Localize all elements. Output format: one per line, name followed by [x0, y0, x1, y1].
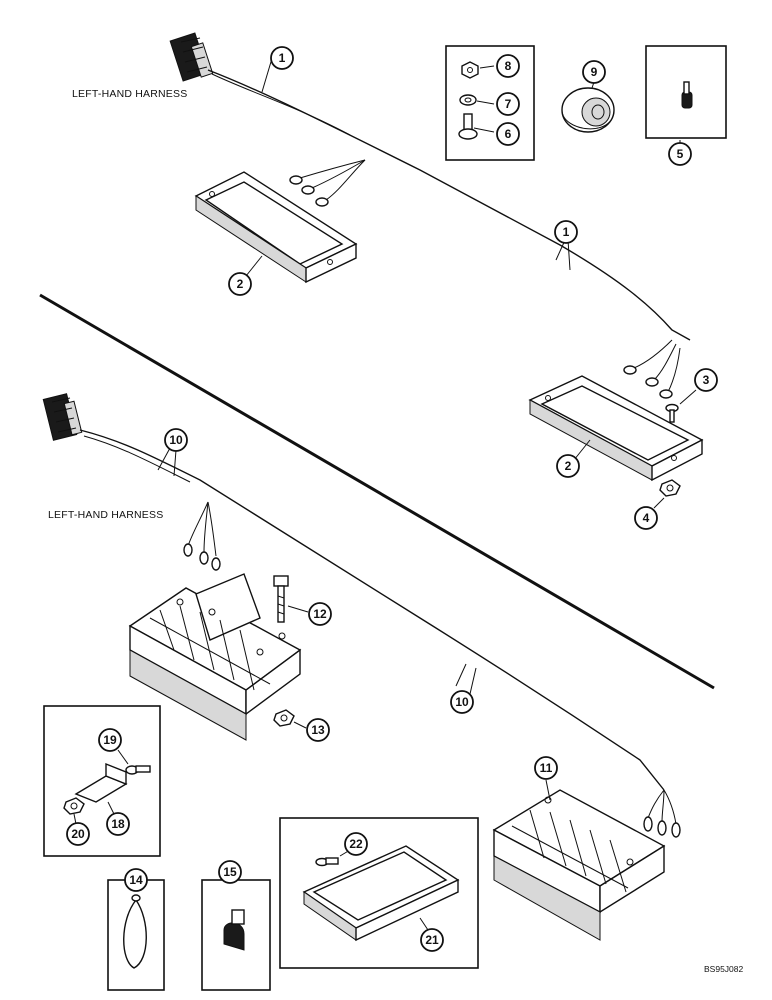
callout-13: 13 — [306, 718, 330, 742]
callout-1-middle: 1 — [554, 220, 578, 244]
callout-4: 4 — [634, 506, 658, 530]
svg-text:12: 12 — [313, 607, 327, 621]
callout-15: 15 — [218, 860, 242, 884]
svg-text:13: 13 — [311, 723, 325, 737]
callout-12: 12 — [308, 602, 332, 626]
callout-19: 19 — [98, 728, 122, 752]
svg-text:18: 18 — [111, 817, 125, 831]
svg-text:21: 21 — [425, 933, 439, 947]
callout-1-upper: 1 — [270, 46, 294, 70]
callout-9: 9 — [582, 60, 606, 84]
callout-11: 11 — [534, 756, 558, 780]
lower-harness-branch — [183, 501, 221, 571]
lower-harness-connector — [42, 393, 83, 441]
callout-2-middle: 2 — [556, 454, 580, 478]
clip-5 — [681, 81, 693, 109]
upper-harness-label: LEFT-HAND HARNESS — [72, 88, 187, 100]
nut-13 — [273, 709, 295, 727]
svg-text:11: 11 — [540, 761, 553, 775]
svg-text:3: 3 — [703, 373, 710, 387]
svg-text:6: 6 — [505, 127, 512, 141]
svg-text:5: 5 — [677, 147, 684, 161]
svg-text:2: 2 — [237, 277, 244, 291]
callout-5: 5 — [668, 142, 692, 166]
callout-2-upper: 2 — [228, 272, 252, 296]
relay-bracket-middle — [528, 375, 704, 482]
strap-14 — [123, 894, 147, 969]
svg-text:10: 10 — [169, 433, 183, 447]
upper-harness-branch — [289, 159, 366, 207]
fuse-block-lower-left — [128, 573, 302, 741]
svg-text:8: 8 — [505, 59, 512, 73]
svg-text:14: 14 — [129, 873, 143, 887]
callout-10-upper: 10 — [164, 428, 188, 452]
callout-20: 20 — [66, 822, 90, 846]
upper-harness-cable — [207, 69, 691, 341]
svg-text:19: 19 — [103, 733, 117, 747]
screw-3 — [665, 403, 679, 423]
svg-text:7: 7 — [505, 97, 512, 111]
panel-edge-line — [39, 293, 715, 690]
svg-text:4: 4 — [643, 511, 650, 525]
callout-6: 6 — [496, 122, 520, 146]
bracket-18 — [74, 762, 128, 803]
callout-7: 7 — [496, 92, 520, 116]
grommet-9 — [561, 87, 615, 133]
callout-18: 18 — [106, 812, 130, 836]
lower-harness-cable — [79, 429, 665, 791]
bolt-12 — [273, 575, 289, 623]
inset-box-clip — [645, 45, 727, 139]
screw-22 — [315, 857, 339, 867]
svg-text:10: 10 — [455, 695, 469, 709]
callout-3: 3 — [694, 368, 718, 392]
relay-bracket-upper — [194, 171, 358, 284]
inset-box-hardware — [445, 45, 535, 161]
callout-21: 21 — [420, 928, 444, 952]
drawing-code: BS95J082 — [704, 964, 743, 974]
svg-text:1: 1 — [279, 51, 286, 65]
nut-8 — [461, 61, 479, 79]
svg-text:20: 20 — [71, 827, 85, 841]
lower-harness-end-branch — [643, 789, 681, 838]
nut-20 — [63, 797, 85, 815]
lens-21 — [302, 845, 460, 942]
nut-4 — [659, 479, 681, 497]
clip-15 — [223, 909, 245, 951]
svg-text:22: 22 — [349, 837, 363, 851]
inset-box-lens — [279, 817, 479, 969]
svg-text:9: 9 — [591, 65, 598, 79]
svg-text:15: 15 — [223, 865, 237, 879]
middle-harness-branch — [623, 339, 681, 399]
screw-19 — [125, 765, 151, 775]
callout-14: 14 — [124, 868, 148, 892]
callout-22: 22 — [344, 832, 368, 856]
callout-10-lower: 10 — [450, 690, 474, 714]
svg-text:2: 2 — [565, 459, 572, 473]
upper-harness-connector — [169, 32, 214, 82]
washer-7 — [459, 94, 477, 106]
inset-box-bracket — [43, 705, 161, 857]
bolt-6 — [458, 113, 478, 140]
lower-harness-label: LEFT-HAND HARNESS — [48, 509, 163, 521]
callout-8: 8 — [496, 54, 520, 78]
fuse-block-lower-right — [492, 789, 666, 941]
svg-text:1: 1 — [563, 225, 570, 239]
